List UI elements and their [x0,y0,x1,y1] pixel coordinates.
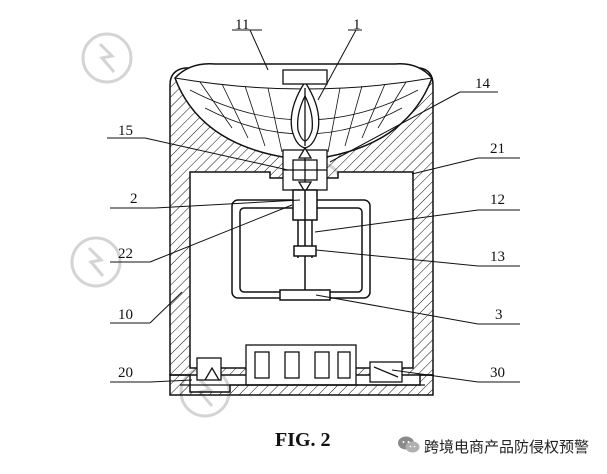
callout-3: 3 [495,307,503,323]
callout-22: 22 [118,246,133,262]
motor-module-12 [231,189,371,301]
callout-14: 14 [475,76,490,92]
brand-watermark-label: 跨境电商产品防侵权预警 [424,438,590,456]
callout-15: 15 [118,123,133,139]
callout-2: 2 [130,191,138,207]
leader-lines [107,29,520,383]
wechat-icon [398,436,420,453]
base-plate-20 [169,374,434,396]
watermark-logo-top [81,32,133,84]
callout-30: 30 [490,365,505,381]
callout-1: 1 [353,17,361,33]
callout-13: 13 [490,249,505,265]
callout-12: 12 [490,192,505,208]
callout-10: 10 [118,307,133,323]
figure-caption: FIG. 2 [275,429,331,451]
flame-1 [282,69,328,149]
callout-21: 21 [490,141,505,157]
callout-11: 11 [235,17,250,33]
callout-20: 20 [118,365,133,381]
coupling-15 [282,146,328,194]
base-board-30 [180,344,425,386]
